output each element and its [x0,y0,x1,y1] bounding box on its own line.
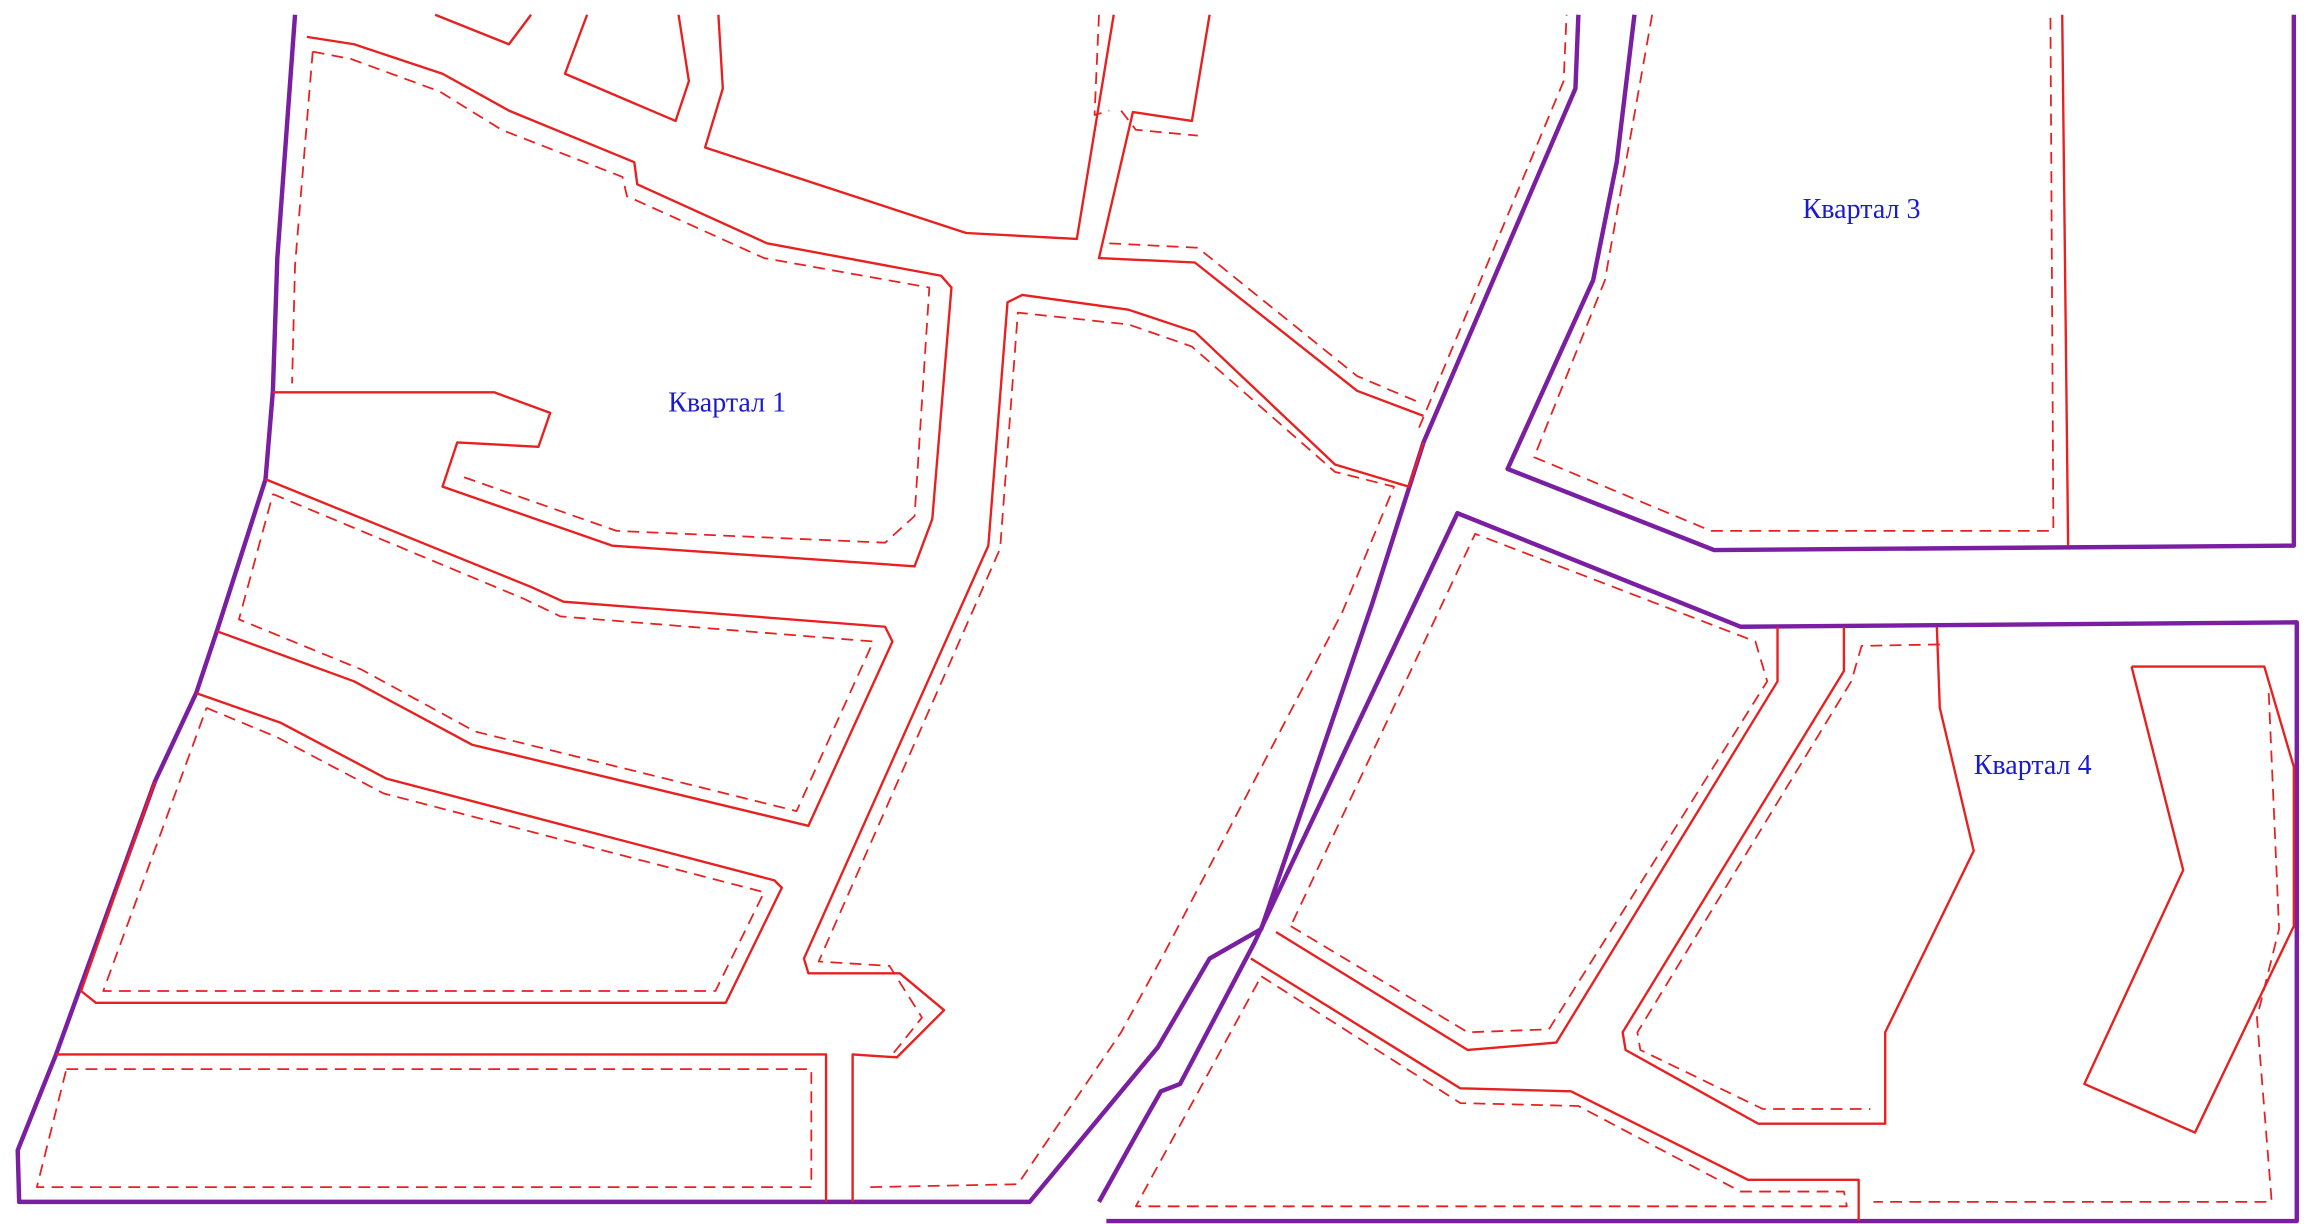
block-4-label: Квартал 4 [1974,750,2092,781]
setback-bottom-right [817,311,1395,1189]
block-1-label: Квартал 1 [668,387,786,418]
block-3-label: Квартал 3 [1803,194,1921,225]
setback-block4-a [1289,532,1769,1034]
parcel-block3-divider [2061,14,2070,546]
setback-block4-c [1636,643,1940,1110]
setback-block4-b [1134,975,1848,1208]
parcel-bottom-strip [56,1053,828,1202]
setback-block4-east [1873,693,2280,1203]
setback-block3 [1533,14,2055,532]
block-4-boundary [1097,510,2299,1224]
parcel-block1-strip2 [79,691,783,1004]
setback-top-b [1120,110,1198,137]
block-boundaries [15,14,2299,1224]
parcel-block1-strip1 [216,478,894,828]
setback-block1-main-west [291,51,314,384]
setback-road-east [1418,14,1568,429]
parcel-block4-d [2083,665,2296,1134]
setback-block1-strip2 [102,707,766,992]
parcel-block4-c [1621,626,1975,1125]
parcel-top-c [703,14,1115,241]
setback-block1-strip1 [238,493,875,812]
setback-top-a [1093,14,1110,116]
parcel-top-a [434,13,532,46]
parcel-block4-a [1275,626,1779,1052]
parcel-block4-b [1250,957,1860,1222]
block-1-boundary-west [15,14,1581,1205]
setback-bottom-strip [35,1068,813,1189]
setback-block1-main [312,50,931,544]
block-3-boundary [1505,14,2297,553]
parcel-block1-main [272,35,953,568]
parcel-top-b [563,14,691,123]
setback-road-top [1109,242,1417,402]
parcel-bottom-divider [802,293,1425,1202]
setback-lines [35,14,2280,1208]
parcel-lines [56,13,2296,1222]
parcel-top-d [1097,14,1424,417]
